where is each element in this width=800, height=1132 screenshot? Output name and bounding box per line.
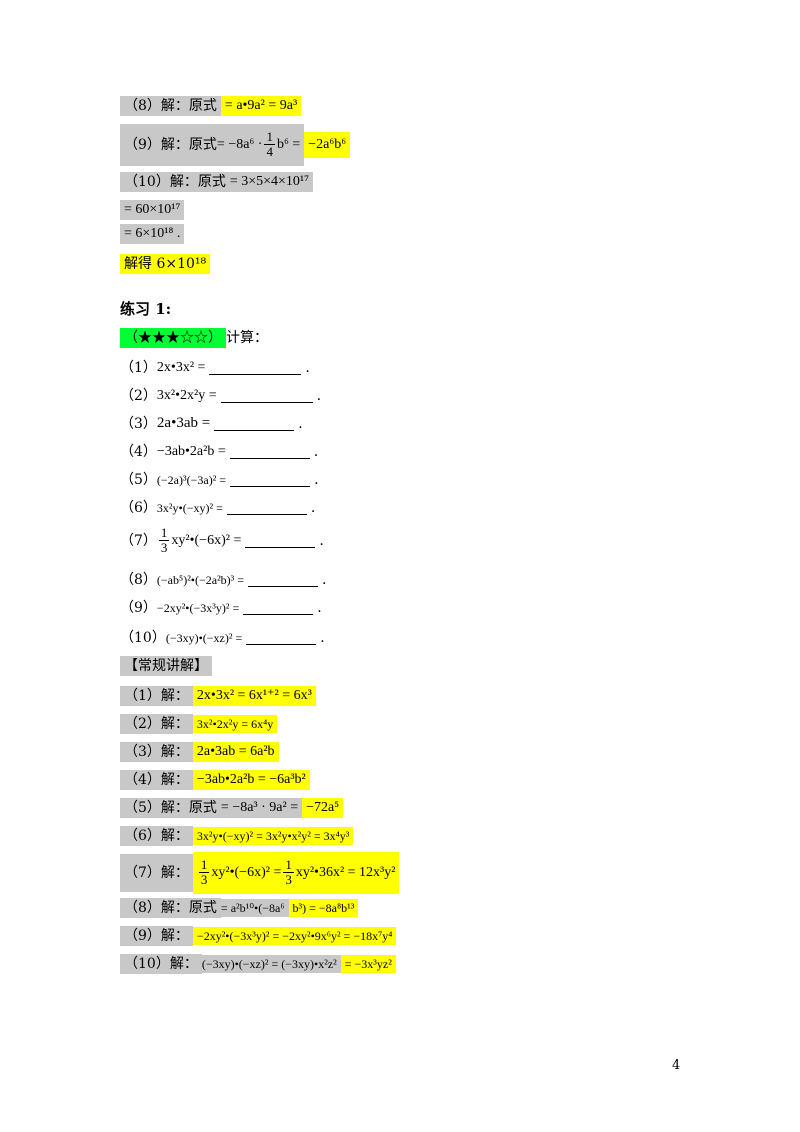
question-8: （8）(−ab⁵)²•(−2a²b)³ =. bbox=[120, 571, 327, 588]
prev-solution-10: （10）解：原式= 3×5×4×10¹⁷ bbox=[120, 172, 313, 192]
question-1: （1）2x•3x² =. bbox=[120, 359, 310, 376]
answer-5: （5）解：原式= −8a³ · 9a² =−72a⁵ bbox=[120, 798, 344, 818]
question-6: （6）3x²y•(−xy)² =. bbox=[120, 499, 316, 516]
answer-blank[interactable] bbox=[226, 500, 307, 515]
answer-6: （6）解：3x²y•(−xy)² = 3x²y•x²y² = 3x⁴y³ bbox=[120, 826, 354, 846]
solution-highlight: −2a⁶b⁶ bbox=[304, 131, 351, 158]
answer-1: （1）解：2x•3x² = 6x¹⁺² = 6x³ bbox=[120, 686, 316, 706]
answer-blank[interactable] bbox=[230, 472, 311, 487]
difficulty-line: （★★★☆☆）计算： bbox=[120, 328, 268, 348]
answer-blank[interactable] bbox=[220, 388, 313, 403]
exercise-title: 练习 1: bbox=[120, 300, 172, 318]
answer-10: （10）解：(−3xy)•(−xz)² = (−3xy)•x²z²= −3x³y… bbox=[120, 954, 396, 974]
answer-4: （4）解：−3ab•2a²b = −6a³b² bbox=[120, 770, 310, 790]
prompt: 计算： bbox=[226, 330, 268, 346]
solution-label: （10）解：原式 bbox=[120, 172, 230, 192]
answer-blank[interactable] bbox=[243, 600, 314, 615]
result-line: 解得 6×10¹⁸ bbox=[120, 254, 211, 274]
answer-9: （9）解：−2xy²•(−3x³y)² = −2xy²•9x⁶y² = −18x… bbox=[120, 926, 397, 946]
explain-title: 【常规讲解】 bbox=[120, 656, 212, 676]
solution-expr-a: = −8a⁶ · bbox=[216, 136, 263, 152]
difficulty-stars: （★★★☆☆） bbox=[120, 328, 226, 348]
page-number: 4 bbox=[672, 1058, 681, 1073]
answer-2: （2）解：3x²•2x²y = 6x⁴y bbox=[120, 714, 278, 734]
question-10: （10）(−3xy)•(−xz)² =. bbox=[120, 629, 325, 646]
continuation-line-2: = 6×10¹⁸ . bbox=[120, 224, 185, 244]
answer-blank[interactable] bbox=[245, 533, 316, 549]
solution-label: （9）解：原式 bbox=[124, 136, 217, 153]
answer-blank[interactable] bbox=[229, 444, 310, 459]
answer-blank[interactable] bbox=[246, 630, 317, 645]
solution-expr: = a•9a² = 9a³ bbox=[220, 96, 302, 116]
prev-solution-8: （8）解：原式= a•9a² = 9a³ bbox=[120, 96, 302, 116]
question-4: （4）−3ab•2a²b =. bbox=[120, 443, 319, 460]
question-2: （2）3x²•2x²y =. bbox=[120, 387, 322, 404]
answer-blank[interactable] bbox=[214, 416, 295, 431]
answer-blank[interactable] bbox=[209, 360, 302, 375]
question-5: （5）(−2a)³(−3a)² =. bbox=[120, 471, 319, 488]
solution-expr-b: b⁶ = bbox=[276, 136, 301, 152]
solution-label: （8）解：原式 bbox=[120, 96, 221, 116]
question-3: （3）2a•3ab =. bbox=[120, 415, 303, 432]
answer-3: （3）解：2a•3ab = 6a²b bbox=[120, 742, 279, 762]
answer-blank[interactable] bbox=[248, 572, 319, 587]
question-9: （9）−2xy²•(−3x³y)² =. bbox=[120, 599, 322, 616]
continuation-line-1: = 60×10¹⁷ bbox=[120, 200, 185, 220]
solution-expr: = 3×5×4×10¹⁷ bbox=[229, 172, 313, 192]
